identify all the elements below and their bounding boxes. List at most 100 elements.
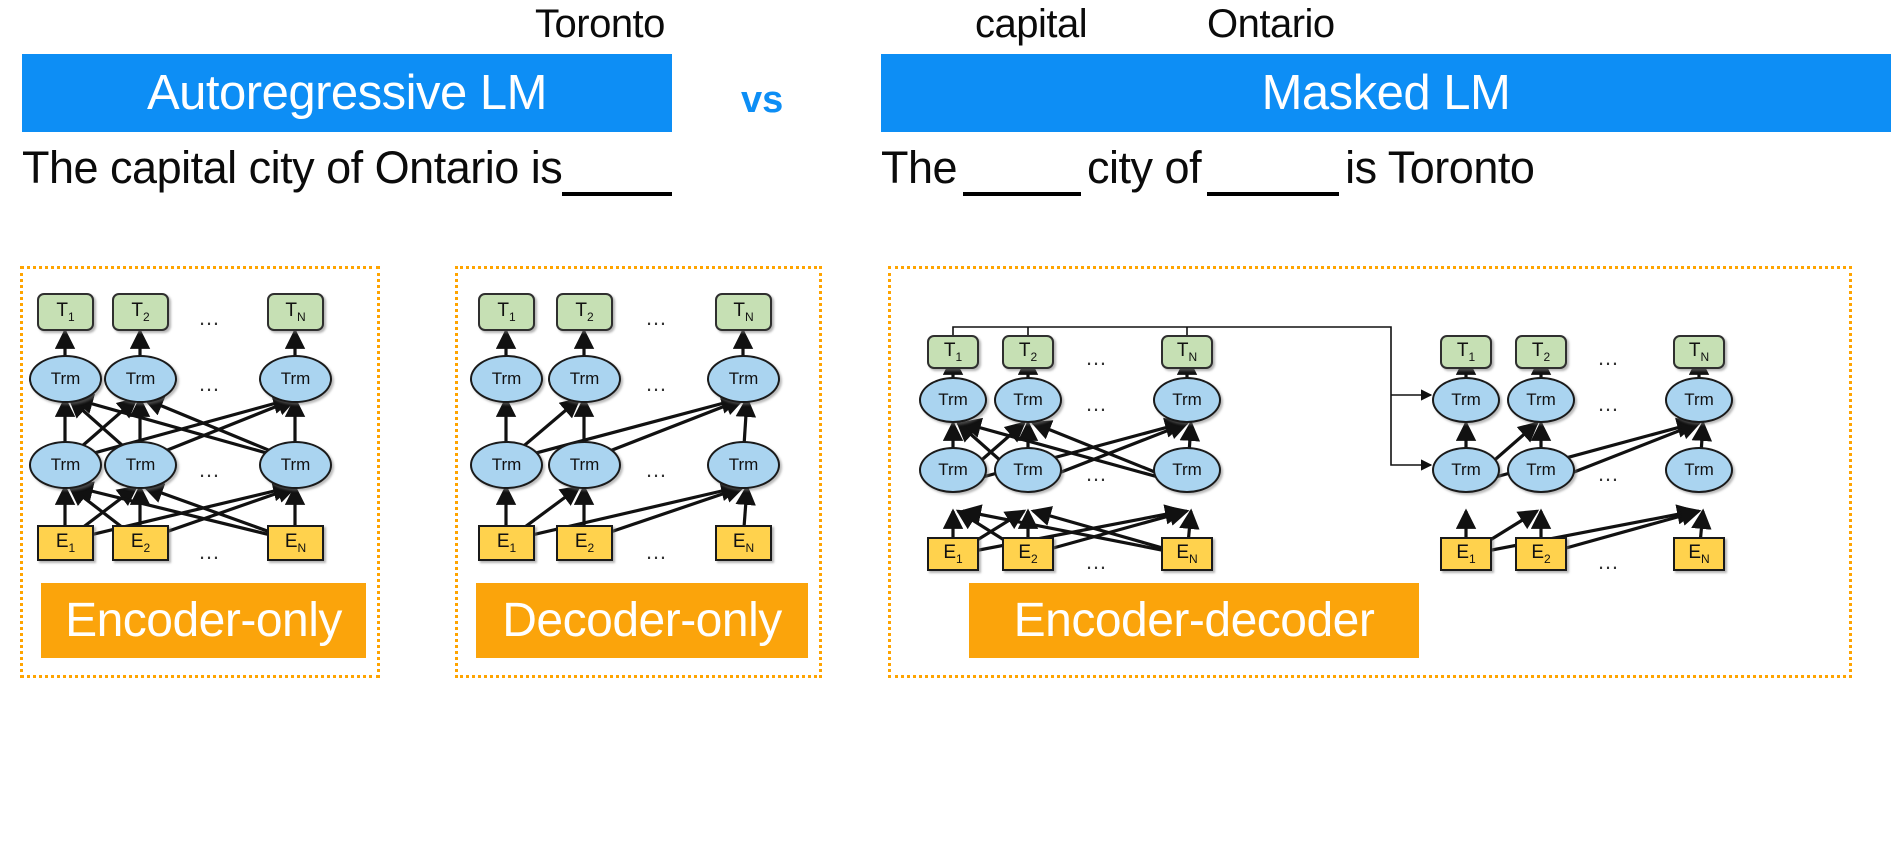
panel-tag-encoder-only: Encoder-only <box>41 583 366 658</box>
decoder-input-embedding-2-label: E2 <box>1531 542 1551 566</box>
cue-token-ontario: Ontario <box>1207 2 1335 46</box>
decoder-layer1-ellipsis: … <box>1597 461 1621 486</box>
panel-encoder-only: T1 T2 … TN Trm Trm … Trm Trm Trm … Trm E… <box>20 266 380 678</box>
encoder-transformer-l2-n-label: Trm <box>1172 390 1202 409</box>
panel-tag-decoder-only-label: Decoder-only <box>502 594 782 647</box>
input-embedding-n: EN <box>267 525 324 561</box>
output-token-2: T2 <box>112 293 169 331</box>
decoder-input-embedding-n: EN <box>1673 537 1725 571</box>
transformer-l1-1: Trm <box>470 441 543 489</box>
input-embedding-1: E1 <box>478 525 535 561</box>
encoder-input-embedding-n: EN <box>1161 537 1213 571</box>
output-token-1-label: T1 <box>497 300 516 324</box>
decoder-transformer-l1-n: Trm <box>1665 447 1733 493</box>
input-embedding-1-label: E1 <box>55 531 76 555</box>
encoder-layer2-ellipsis: … <box>1085 391 1109 416</box>
encoder-input-embedding-2-label: E2 <box>1018 542 1038 566</box>
decoder-output-token-n: TN <box>1673 335 1725 369</box>
layer2-ellipsis: … <box>198 371 222 396</box>
transformer-l2-2: Trm <box>548 355 621 403</box>
decoder-output-token-1: T1 <box>1440 335 1492 369</box>
panel-tag-decoder-only: Decoder-only <box>476 583 808 658</box>
transformer-l2-2-label: Trm <box>125 369 156 388</box>
transformer-l1-1-label: Trm <box>491 455 522 474</box>
output-ellipsis: … <box>198 305 222 330</box>
autoregressive-lm-label: Autoregressive LM <box>146 66 548 120</box>
transformer-l1-2-label: Trm <box>125 455 156 474</box>
transformer-l2-n: Trm <box>259 355 332 403</box>
output-token-1: T1 <box>478 293 535 331</box>
sentence-text-3: is Toronto <box>1345 142 1535 193</box>
encoder-transformer-l2-1-label: Trm <box>938 390 968 409</box>
transformer-l2-n-label: Trm <box>728 369 759 388</box>
panel-decoder-only: T1 T2 … TN Trm Trm … Trm Trm Trm … Trm E… <box>455 266 822 678</box>
encoder-output-token-n: TN <box>1161 335 1213 369</box>
input-ellipsis: … <box>645 539 669 564</box>
input-embedding-1: E1 <box>37 525 94 561</box>
blank-underline-2 <box>1207 140 1340 196</box>
decoder-input-embedding-1: E1 <box>1440 537 1492 571</box>
transformer-l2-2-label: Trm <box>569 369 600 388</box>
encoder-transformer-l2-2-label: Trm <box>1013 390 1043 409</box>
masked-lm-banner: Masked LM <box>881 54 1891 132</box>
decoder-transformer-l1-n-label: Trm <box>1684 460 1714 479</box>
decoder-layer2-ellipsis: … <box>1597 391 1621 416</box>
cue-token-toronto: Toronto <box>535 2 665 46</box>
input-embedding-2: E2 <box>112 525 169 561</box>
encoder-input-ellipsis: … <box>1085 549 1109 574</box>
decoder-output-token-2: T2 <box>1515 335 1567 369</box>
encoder-output-token-2-label: T2 <box>1018 340 1038 364</box>
input-embedding-2-label: E2 <box>130 531 151 555</box>
input-embedding-n-label: EN <box>284 531 307 555</box>
transformer-l2-1-label: Trm <box>50 369 81 388</box>
encoder-transformer-l1-1-label: Trm <box>938 460 968 479</box>
autoregressive-example-sentence: The capital city of Ontario is <box>22 140 673 196</box>
transformer-l1-2: Trm <box>548 441 621 489</box>
input-embedding-1-label: E1 <box>496 531 517 555</box>
encoder-output-token-1: T1 <box>927 335 979 369</box>
decoder-transformer-l2-2-label: Trm <box>1526 390 1556 409</box>
transformer-l1-1: Trm <box>29 441 102 489</box>
autoregressive-lm-banner: Autoregressive LM <box>22 54 672 132</box>
decoder-output-token-n-label: TN <box>1688 340 1710 364</box>
transformer-l1-2: Trm <box>104 441 177 489</box>
vs-label: vs <box>741 79 784 121</box>
decoder-transformer-l2-1: Trm <box>1432 377 1500 423</box>
input-embedding-n: EN <box>715 525 772 561</box>
sentence-text-2: city of <box>1087 142 1202 193</box>
panel-tag-encoder-decoder: Encoder-decoder <box>969 583 1419 658</box>
decoder-output-token-1-label: T1 <box>1456 340 1476 364</box>
transformer-l2-n-label: Trm <box>280 369 311 388</box>
panel-tag-encoder-decoder-label: Encoder-decoder <box>1013 594 1375 647</box>
output-token-1: T1 <box>37 293 94 331</box>
output-token-2-label: T2 <box>575 300 594 324</box>
decoder-input-ellipsis: … <box>1597 549 1621 574</box>
decoder-input-embedding-n-label: EN <box>1688 542 1710 566</box>
blank-underline <box>562 140 673 196</box>
transformer-l2-1: Trm <box>29 355 102 403</box>
encoder-transformer-l2-n: Trm <box>1153 377 1221 423</box>
output-token-n-label: TN <box>285 300 306 324</box>
encoder-input-embedding-1: E1 <box>927 537 979 571</box>
transformer-l2-n: Trm <box>707 355 780 403</box>
input-embedding-n-label: EN <box>732 531 755 555</box>
encoder-layer1-ellipsis: … <box>1085 461 1109 486</box>
transformer-l2-2: Trm <box>104 355 177 403</box>
blank-underline-1 <box>963 140 1082 196</box>
output-token-2-label: T2 <box>131 300 150 324</box>
encoder-input-embedding-1-label: E1 <box>943 542 963 566</box>
layer1-ellipsis: … <box>645 457 669 482</box>
input-embedding-2-label: E2 <box>574 531 595 555</box>
encoder-transformer-l1-2: Trm <box>994 447 1062 493</box>
decoder-transformer-l2-2: Trm <box>1507 377 1575 423</box>
decoder-input-embedding-2: E2 <box>1515 537 1567 571</box>
transformer-l1-n-label: Trm <box>728 455 759 474</box>
layer1-ellipsis: … <box>198 457 222 482</box>
encoder-transformer-l1-2-label: Trm <box>1013 460 1043 479</box>
transformer-l1-n: Trm <box>707 441 780 489</box>
output-token-1-label: T1 <box>56 300 75 324</box>
transformer-l1-1-label: Trm <box>50 455 81 474</box>
panel-encoder-decoder: T1 T2 … TN Trm Trm … Trm Trm Trm … Trm E… <box>888 266 1852 678</box>
encoder-input-embedding-2: E2 <box>1002 537 1054 571</box>
decoder-transformer-l2-1-label: Trm <box>1451 390 1481 409</box>
